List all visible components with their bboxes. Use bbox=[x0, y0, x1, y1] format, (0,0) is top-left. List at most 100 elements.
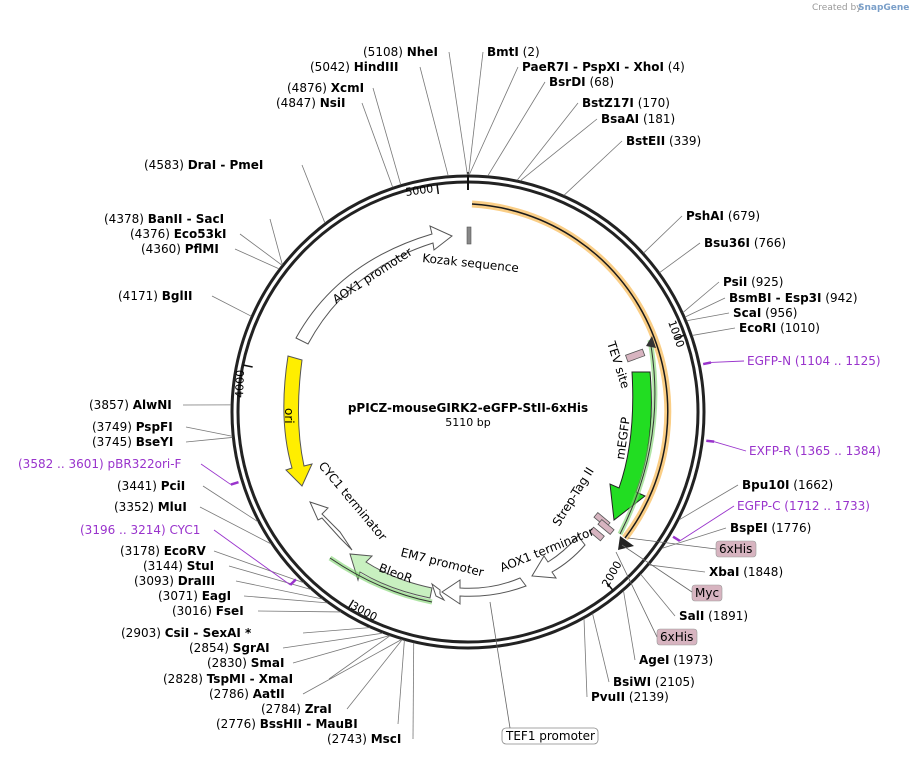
site-leader-15 bbox=[228, 565, 312, 590]
site-leader-2 bbox=[372, 87, 402, 185]
site-leader-lines bbox=[182, 51, 739, 740]
site-label-18: (3016) FseI bbox=[172, 604, 244, 618]
tag-6xhis-1-label: 6xHis bbox=[719, 542, 752, 556]
site-label-38: EcoRI (1010) bbox=[739, 321, 820, 335]
ring-tick-5000 bbox=[436, 183, 440, 195]
strep-tag-label: Strep-Tag II bbox=[550, 465, 597, 529]
site-leader-16 bbox=[235, 580, 323, 600]
tag-6xhis-2-label: 6xHis bbox=[660, 630, 693, 644]
site-label-31: BsaAI (181) bbox=[601, 112, 675, 126]
site-label-5: (4378) BanII - SacI bbox=[104, 212, 224, 226]
site-label-22: (2828) TspMI - XmaI bbox=[163, 672, 293, 686]
bleor-arrow bbox=[349, 553, 433, 599]
site-label-29: BsrDI (68) bbox=[549, 75, 614, 89]
site-leader-18 bbox=[257, 610, 341, 613]
site-label-17: (3071) EagI bbox=[158, 589, 231, 603]
tef1-promoter-label: TEF1 promoter bbox=[505, 729, 595, 743]
site-label-45: PvuII (2139) bbox=[591, 690, 669, 704]
megfp-outline-core bbox=[619, 339, 656, 535]
site-label-33: PshAI (679) bbox=[686, 209, 760, 223]
site-leader-29 bbox=[487, 81, 546, 177]
em7-promoter-arrow bbox=[431, 582, 446, 602]
megfp-arrow bbox=[609, 371, 652, 521]
tag-myc-label: Myc bbox=[695, 586, 719, 600]
site-label-0: (5108) NheI bbox=[363, 45, 438, 59]
tef1-promoter-arrow bbox=[441, 577, 527, 605]
tag-leader-lines bbox=[489, 537, 717, 729]
site-label-3: (4847) NsiI bbox=[276, 96, 345, 110]
site-label-8: (4171) BglII bbox=[118, 289, 193, 303]
tag-myc: Myc bbox=[691, 584, 723, 602]
primer-leader-1 bbox=[714, 441, 747, 452]
site-label-16: (3093) DraIII bbox=[134, 574, 215, 588]
site-leader-34 bbox=[659, 242, 701, 273]
tag-6xhis-1: 6xHis bbox=[715, 540, 757, 558]
site-labels: (5108) NheI(5042) HindIII (4876) XcmI(484… bbox=[89, 45, 858, 746]
site-leader-17 bbox=[243, 595, 328, 604]
primer-leader-3 bbox=[200, 463, 232, 485]
site-label-1: (5042) HindIII bbox=[310, 60, 398, 74]
site-leader-6 bbox=[239, 233, 283, 266]
primer-labels: EGFP-N (1104 .. 1125)EXFP-R (1365 .. 138… bbox=[18, 354, 881, 586]
primer-mark-4 bbox=[289, 578, 297, 586]
site-label-7: (4360) PflMI bbox=[141, 242, 219, 256]
tev-site-box bbox=[625, 348, 646, 363]
site-label-19: (2903) CsiI - SexAI * bbox=[121, 626, 252, 640]
ring-tick-label-4000: 4000 bbox=[233, 370, 247, 398]
site-leader-30 bbox=[516, 102, 579, 181]
site-leader-8 bbox=[211, 295, 252, 317]
aox1-promoter-label: AOX1 promoter bbox=[330, 245, 415, 307]
site-leader-20 bbox=[282, 632, 383, 649]
primer-label-1: EXFP-R (1365 .. 1384) bbox=[749, 444, 881, 458]
site-leader-41 bbox=[648, 564, 706, 573]
site-leader-7 bbox=[234, 248, 280, 270]
site-leader-33 bbox=[643, 215, 683, 254]
tag-6xhis-2: 6xHis bbox=[656, 628, 698, 646]
site-leader-39 bbox=[678, 484, 739, 521]
primer-mark-1 bbox=[706, 439, 715, 443]
site-label-37: ScaI (956) bbox=[733, 306, 797, 320]
ring-tick-4000 bbox=[242, 364, 253, 368]
site-leader-37 bbox=[686, 312, 730, 322]
site-label-4: (4583) DraI - PmeI bbox=[144, 158, 263, 172]
primer-mark-3 bbox=[230, 481, 239, 486]
site-leader-40 bbox=[661, 527, 727, 549]
ring-tick-3000 bbox=[347, 599, 355, 609]
site-label-2: (4876) XcmI bbox=[287, 81, 364, 95]
primer-label-4: (3196 .. 3214) CYC1 bbox=[80, 523, 200, 537]
site-leader-5 bbox=[269, 218, 283, 265]
site-leader-14 bbox=[213, 550, 304, 584]
site-leader-10 bbox=[185, 426, 233, 437]
cyc1-terminator-arrow bbox=[309, 501, 353, 551]
site-leader-36 bbox=[684, 297, 726, 318]
site-leader-35 bbox=[682, 281, 720, 313]
site-leader-21 bbox=[292, 635, 390, 664]
plasmid-name: pPICZ-mouseGIRK2-eGFP-StII-6xHis bbox=[348, 401, 588, 415]
primer-mark-0 bbox=[702, 361, 712, 366]
site-label-36: BsmBI - Esp3I (942) bbox=[729, 291, 858, 305]
site-leader-4 bbox=[301, 164, 326, 224]
site-leader-26 bbox=[412, 642, 415, 740]
site-leader-43 bbox=[623, 590, 636, 661]
site-leader-27 bbox=[468, 51, 484, 176]
site-leader-0 bbox=[448, 51, 468, 176]
cyc1-terminator-label: CYC1 terminator bbox=[316, 459, 390, 543]
site-leader-13 bbox=[199, 506, 272, 545]
primer-leader-0 bbox=[710, 360, 745, 363]
ori-arrow bbox=[283, 355, 313, 487]
site-leader-45 bbox=[583, 618, 588, 698]
site-leader-1 bbox=[419, 66, 449, 176]
site-label-13: (3352) MluI bbox=[114, 500, 187, 514]
credit-brand: SnapGene bbox=[858, 3, 909, 13]
ring-tick-label-3000: 3000 bbox=[349, 599, 380, 624]
primer-label-2: EGFP-C (1712 .. 1733) bbox=[737, 499, 870, 513]
site-label-32: BstEII (339) bbox=[626, 134, 701, 148]
kozak-label: Kozak sequence bbox=[422, 251, 520, 275]
site-label-9: (3857) AlwNI bbox=[89, 398, 172, 412]
site-label-35: PsiI (925) bbox=[723, 275, 783, 289]
site-leader-12 bbox=[202, 485, 259, 523]
kozak-mark bbox=[466, 226, 472, 245]
primer-mark-2 bbox=[672, 535, 681, 542]
site-leader-19 bbox=[302, 627, 370, 634]
